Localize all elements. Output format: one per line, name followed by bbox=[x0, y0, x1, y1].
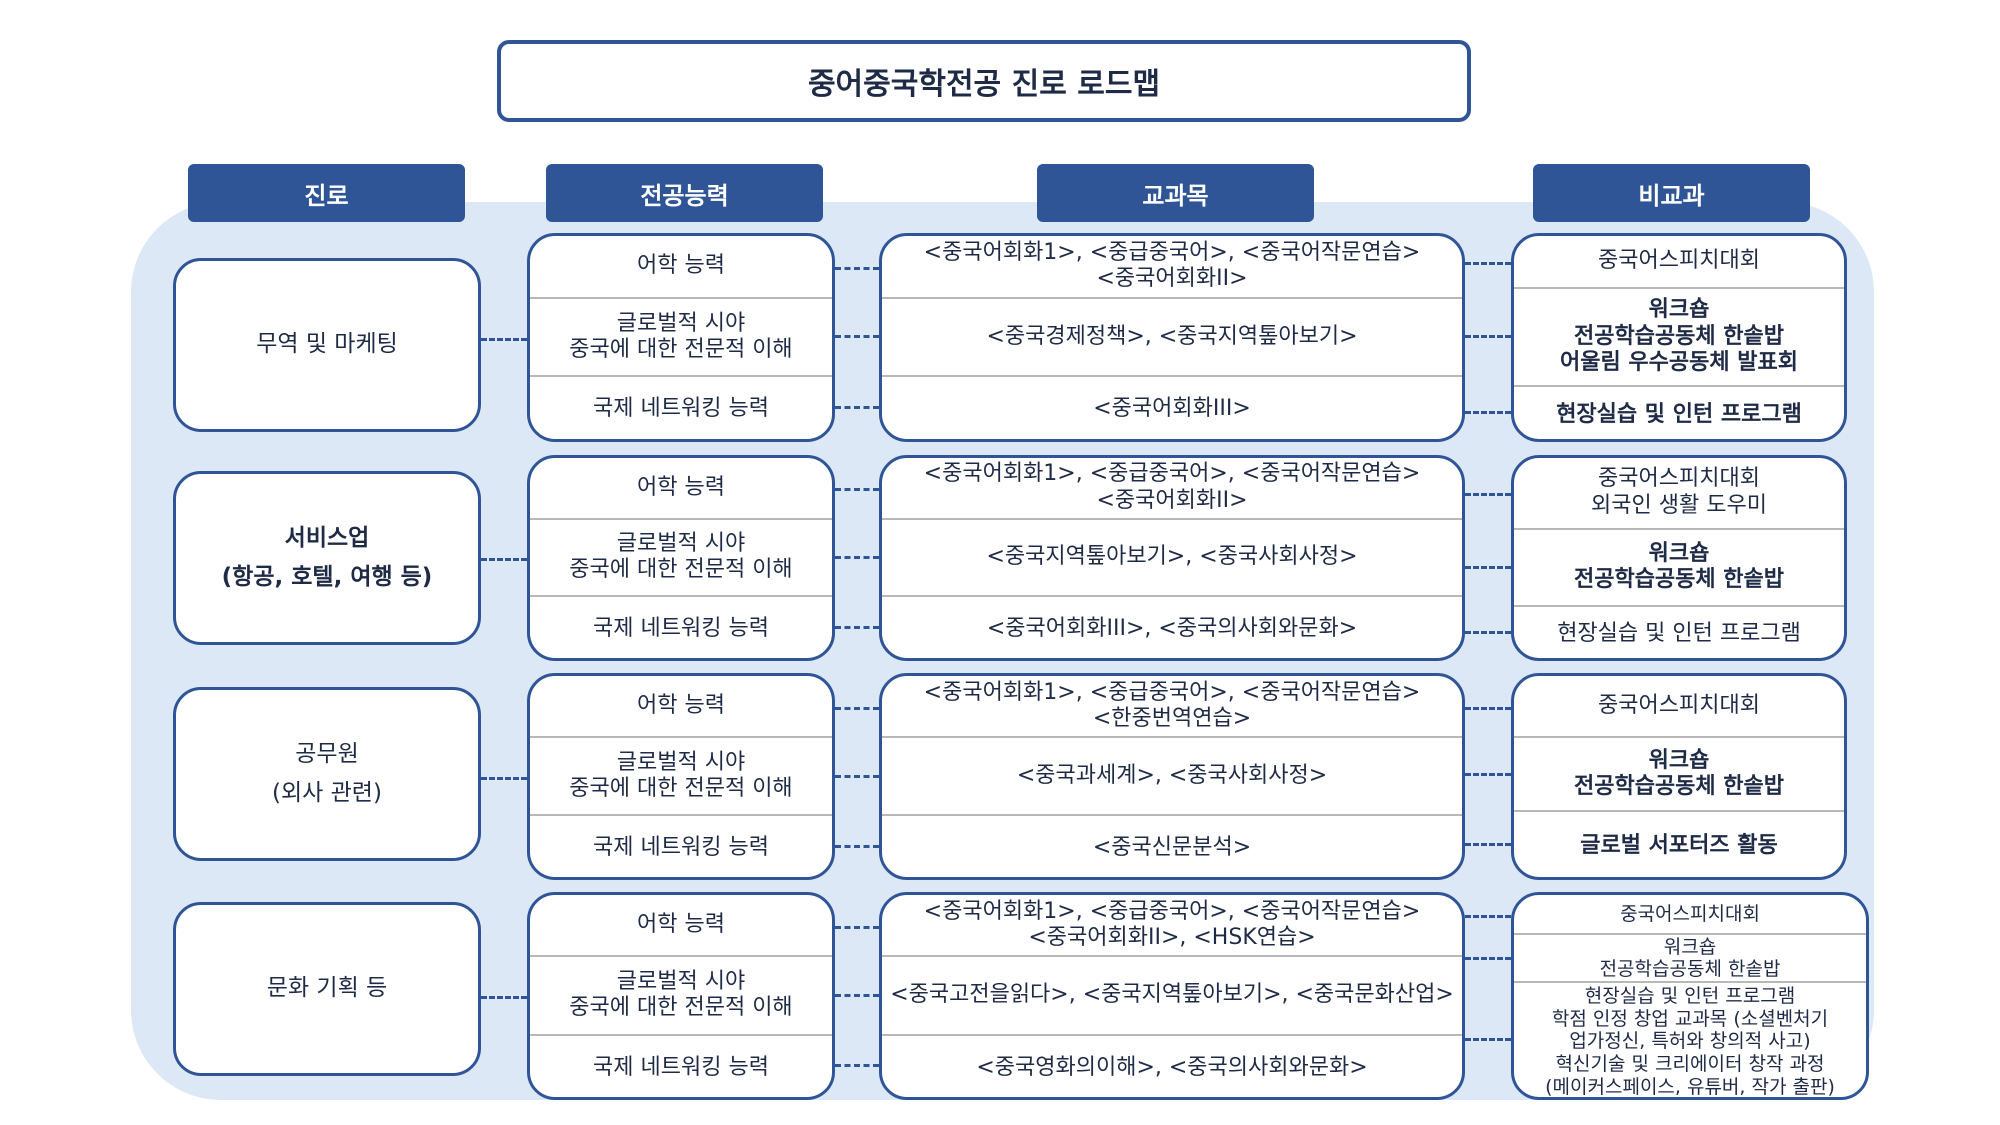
connector-line bbox=[1465, 565, 1511, 569]
competency-item: 글로벌적 시야 중국에 대한 전문적 이해 bbox=[530, 736, 832, 814]
connector-line bbox=[1465, 335, 1511, 339]
connector-line bbox=[1465, 1038, 1511, 1042]
career-box: 문화 기획 등 bbox=[173, 902, 481, 1076]
connector-line bbox=[835, 556, 879, 559]
competency-item: 국제 네트워킹 능력 bbox=[530, 1033, 832, 1097]
extracurricular-item: 워크숍 전공학습공동체 한솥밥 bbox=[1514, 933, 1866, 981]
course-item: <중국경제정책>, <중국지역톺아보기> bbox=[882, 296, 1462, 376]
career-box: 무역 및 마케팅 bbox=[173, 258, 481, 432]
connector-line bbox=[1465, 630, 1511, 634]
extracurricular-item: 워크숍 전공학습공동체 한솥밥 bbox=[1514, 527, 1844, 606]
extracurricular-item: 중국어스피치대회 bbox=[1598, 248, 1760, 274]
connector-line bbox=[835, 925, 879, 929]
connector-line bbox=[1465, 914, 1511, 918]
career-label: 문화 기획 등 bbox=[266, 975, 388, 1002]
connector-line bbox=[1465, 706, 1511, 710]
extracurricular-item: 현장실습 및 인턴 프로그램 bbox=[1514, 605, 1844, 658]
extracurricular-item: 현장실습 및 인턴 프로그램 bbox=[1514, 385, 1844, 439]
competency-item: 국제 네트워킹 능력 bbox=[530, 375, 832, 439]
connector-line bbox=[835, 406, 879, 410]
header-courses: 교과목 bbox=[1037, 164, 1314, 222]
courses-box: <중국어회화1>, <중급중국어>, <중국어작문연습> <중국어회화II>, … bbox=[879, 892, 1465, 1100]
connector-line bbox=[835, 706, 879, 710]
course-item: <중국신문분석> bbox=[882, 814, 1462, 877]
connector-line bbox=[481, 558, 527, 561]
competency-item: 어학 능력 bbox=[637, 911, 725, 937]
course-item: <중국고전을읽다>, <중국지역톺아보기>, <중국문화산업> bbox=[882, 955, 1462, 1033]
competency-item: 어학 능력 bbox=[637, 474, 725, 500]
course-item: <중국지역톺아보기>, <중국사회사정> bbox=[882, 517, 1462, 596]
courses-box: <중국어회화1>, <중급중국어>, <중국어작문연습> <한중번역연습><중국… bbox=[879, 673, 1465, 880]
connector-line bbox=[1465, 411, 1511, 415]
course-item: <중국어회화III> bbox=[882, 375, 1462, 439]
extracurricular-item: 글로벌 서포터즈 활동 bbox=[1514, 810, 1844, 877]
connector-line bbox=[835, 335, 879, 339]
extracurricular-item: 중국어스피치대회 외국인 생활 도우미 bbox=[1591, 466, 1767, 518]
connector-line bbox=[481, 996, 527, 999]
competency-item: 어학 능력 bbox=[637, 253, 725, 279]
course-item: <중국어회화1>, <중급중국어>, <중국어작문연습> <한중번역연습> bbox=[923, 679, 1421, 731]
career-label: 공무원 (외사 관련) bbox=[272, 740, 382, 806]
connector-line bbox=[1465, 956, 1511, 960]
competency-item: 글로벌적 시야 중국에 대한 전문적 이해 bbox=[530, 517, 832, 596]
connector-line bbox=[1465, 772, 1511, 776]
extracurricular-item: 중국어스피치대회 bbox=[1620, 902, 1760, 925]
career-box: 공무원 (외사 관련) bbox=[173, 687, 481, 861]
extracurricular-item: 중국어스피치대회 bbox=[1598, 692, 1760, 718]
course-item: <중국어회화III>, <중국의사회와문화> bbox=[882, 595, 1462, 658]
page-title: 중어중국학전공 진로 로드맵 bbox=[497, 40, 1471, 122]
courses-box: <중국어회화1>, <중급중국어>, <중국어작문연습> <중국어회화II><중… bbox=[879, 233, 1465, 442]
extracurricular-item: 현장실습 및 인턴 프로그램 학점 인정 창업 교과목 (소셜벤처기 업가정신,… bbox=[1514, 981, 1866, 1097]
courses-box: <중국어회화1>, <중급중국어>, <중국어작문연습> <중국어회화II><중… bbox=[879, 455, 1465, 661]
connector-line bbox=[835, 1064, 879, 1068]
header-competency: 전공능력 bbox=[546, 164, 823, 222]
competency-item: 어학 능력 bbox=[637, 692, 725, 718]
connector-line bbox=[835, 774, 879, 778]
connector-line bbox=[835, 488, 879, 492]
connector-line bbox=[481, 776, 527, 780]
connector-line bbox=[1465, 261, 1511, 265]
competency-item: 글로벌적 시야 중국에 대한 전문적 이해 bbox=[530, 296, 832, 376]
connector-line bbox=[481, 337, 527, 341]
competency-item: 국제 네트워킹 능력 bbox=[530, 814, 832, 877]
competency-item: 글로벌적 시야 중국에 대한 전문적 이해 bbox=[530, 955, 832, 1033]
course-item: <중국어회화1>, <중급중국어>, <중국어작문연습> <중국어회화II> bbox=[923, 461, 1421, 513]
connector-line bbox=[1465, 493, 1511, 497]
career-label: 무역 및 마케팅 bbox=[256, 331, 398, 358]
connector-line bbox=[835, 844, 879, 848]
competency-item: 국제 네트워킹 능력 bbox=[530, 595, 832, 658]
header-extracurricular: 비교과 bbox=[1533, 164, 1810, 222]
career-label: 서비스업 (항공, 호텔, 여행 등) bbox=[221, 524, 433, 590]
career-box: 서비스업 (항공, 호텔, 여행 등) bbox=[173, 471, 481, 645]
course-item: <중국영화의이해>, <중국의사회와문화> bbox=[882, 1033, 1462, 1097]
header-career: 진로 bbox=[188, 164, 465, 222]
course-item: <중국과세계>, <중국사회사정> bbox=[882, 736, 1462, 814]
course-item: <중국어회화1>, <중급중국어>, <중국어작문연습> <중국어회화II>, … bbox=[923, 898, 1421, 951]
connector-line bbox=[835, 625, 879, 629]
connector-line bbox=[835, 266, 879, 270]
connector-line bbox=[1465, 842, 1511, 846]
connector-line bbox=[835, 993, 879, 997]
extracurricular-item: 워크숍 전공학습공동체 한솥밥 어울림 우수공동체 발표회 bbox=[1514, 286, 1844, 386]
extracurricular-item: 워크숍 전공학습공동체 한솥밥 bbox=[1514, 736, 1844, 810]
course-item: <중국어회화1>, <중급중국어>, <중국어작문연습> <중국어회화II> bbox=[923, 239, 1421, 292]
